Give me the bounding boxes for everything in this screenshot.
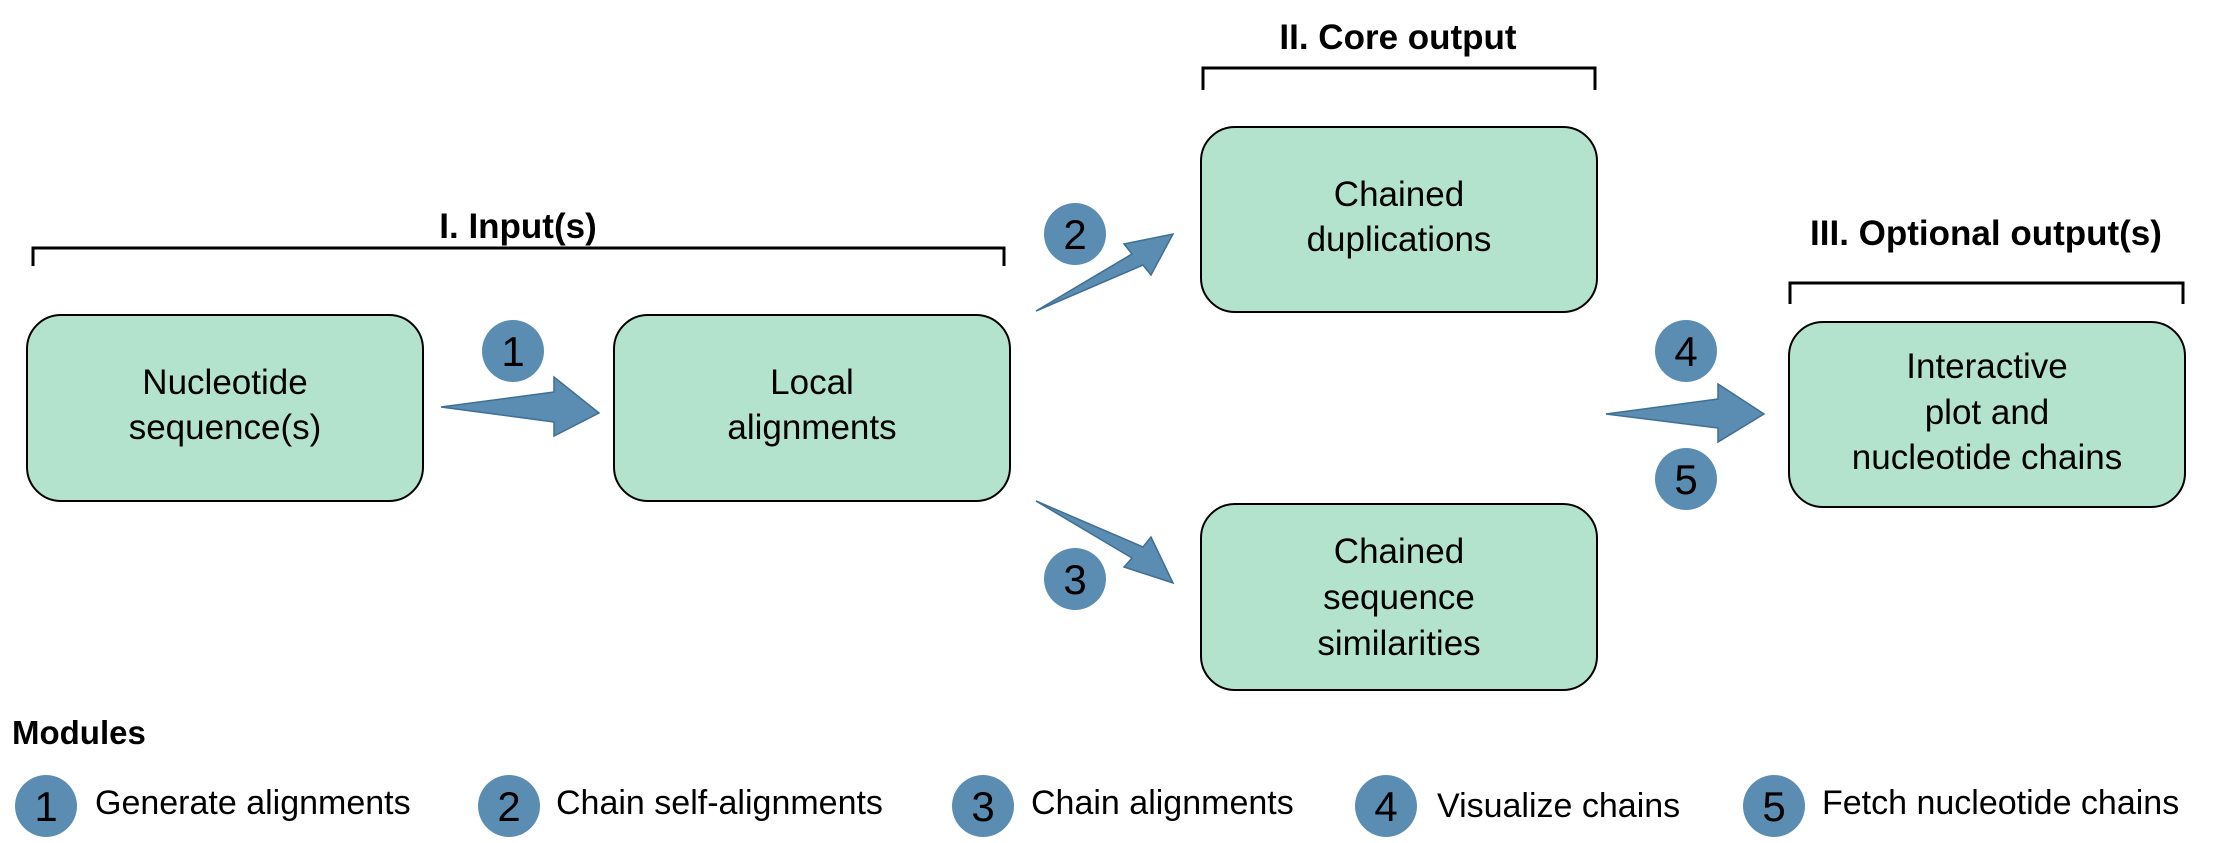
- box-interactive-line-1: Interactive: [1906, 347, 2067, 386]
- badge-2-circle: [1044, 203, 1106, 265]
- arrow-modules-4-5: [1605, 382, 1766, 444]
- legend-badge-5: [1743, 775, 1805, 837]
- box-chained-duplications: Chained duplications: [1200, 126, 1598, 313]
- badge-1-circle: [482, 320, 544, 382]
- badge-4-number: 4: [1674, 328, 1697, 375]
- box-nucleotide-sequences-shape: [26, 314, 424, 502]
- arrow-module-3: [1035, 500, 1175, 585]
- legend-badge-2: [478, 775, 540, 837]
- box-local-line-2: alignments: [727, 408, 896, 447]
- legend-badge-3-number: 3: [971, 783, 994, 830]
- bracket-input-line: [31, 246, 1006, 266]
- box-duplications-line-1: Chained: [1334, 175, 1464, 214]
- legend-label-3: Chain alignments: [1031, 784, 1294, 822]
- badge-3-circle: [1044, 548, 1106, 610]
- legend-title: Modules: [12, 714, 146, 751]
- box-interactive-line-3: nucleotide chains: [1852, 438, 2122, 477]
- badge-2-number: 2: [1063, 211, 1086, 258]
- badge-1-number: 1: [501, 328, 524, 375]
- box-duplications-line-2: duplications: [1307, 220, 1492, 259]
- bracket-core-line: [1201, 66, 1597, 90]
- legend-label-4: Visualize chains: [1437, 787, 1680, 825]
- box-chained-similarities: Chained sequence similarities: [1200, 503, 1598, 691]
- bracket-optional: III. Optional output(s): [1788, 214, 2185, 304]
- legend-badge-2-number: 2: [497, 783, 520, 830]
- legend-item-5: 5 Fetch nucleotide chains: [1743, 775, 2179, 837]
- box-interactive-plot-shape: [1788, 321, 2186, 508]
- badge-1: 1: [482, 320, 544, 382]
- box-nucleotide-sequences: Nucleotide sequence(s): [26, 314, 424, 502]
- badge-4: 4: [1655, 320, 1717, 382]
- box-nucleotide-line-2: sequence(s): [129, 408, 322, 447]
- legend-badge-5-number: 5: [1762, 783, 1785, 830]
- badge-5: 5: [1655, 448, 1717, 510]
- box-nucleotide-line-1: Nucleotide: [142, 363, 307, 402]
- legend-badge-1: [15, 775, 77, 837]
- arrow-module-2: [1035, 232, 1175, 312]
- bracket-optional-line: [1788, 281, 2185, 304]
- bracket-input-label: I. Input(s): [439, 207, 596, 246]
- box-interactive-line-2: plot and: [1925, 393, 2050, 432]
- legend-label-1: Generate alignments: [95, 784, 411, 822]
- badge-4-circle: [1655, 320, 1717, 382]
- arrow-module-1: [440, 375, 601, 438]
- box-similarities-line-1: Chained: [1334, 532, 1464, 571]
- box-interactive-plot: Interactive plot and nucleotide chains: [1788, 321, 2186, 508]
- badge-2: 2: [1044, 203, 1106, 265]
- badge-5-circle: [1655, 448, 1717, 510]
- legend-label-2: Chain self-alignments: [556, 784, 883, 822]
- bracket-core-label: II. Core output: [1279, 18, 1517, 57]
- box-local-alignments-shape: [613, 314, 1011, 502]
- box-local-alignments: Local alignments: [613, 314, 1011, 502]
- box-chained-duplications-shape: [1200, 126, 1598, 313]
- badge-3-number: 3: [1063, 556, 1086, 603]
- box-chained-similarities-shape: [1200, 503, 1598, 691]
- box-similarities-line-2: sequence: [1323, 578, 1475, 617]
- legend-badge-4-number: 4: [1374, 783, 1397, 830]
- bracket-core: II. Core output: [1201, 18, 1597, 90]
- legend-item-3: 3 Chain alignments: [952, 775, 1294, 837]
- bracket-optional-label: III. Optional output(s): [1810, 214, 2162, 253]
- bracket-input: I. Input(s): [31, 207, 1006, 266]
- legend-label-5: Fetch nucleotide chains: [1822, 784, 2179, 822]
- badge-3: 3: [1044, 548, 1106, 610]
- legend-badge-1-number: 1: [34, 783, 57, 830]
- box-similarities-line-3: similarities: [1317, 624, 1480, 663]
- legend-item-1: 1 Generate alignments: [15, 775, 411, 837]
- badge-5-number: 5: [1674, 456, 1697, 503]
- legend-badge-3: [952, 775, 1014, 837]
- legend-item-4: 4 Visualize chains: [1355, 775, 1680, 837]
- legend-badge-4: [1355, 775, 1417, 837]
- box-local-line-1: Local: [770, 363, 854, 402]
- modules-legend: Modules 1 Generate alignments 2 Chain se…: [12, 714, 2179, 837]
- legend-item-2: 2 Chain self-alignments: [478, 775, 883, 837]
